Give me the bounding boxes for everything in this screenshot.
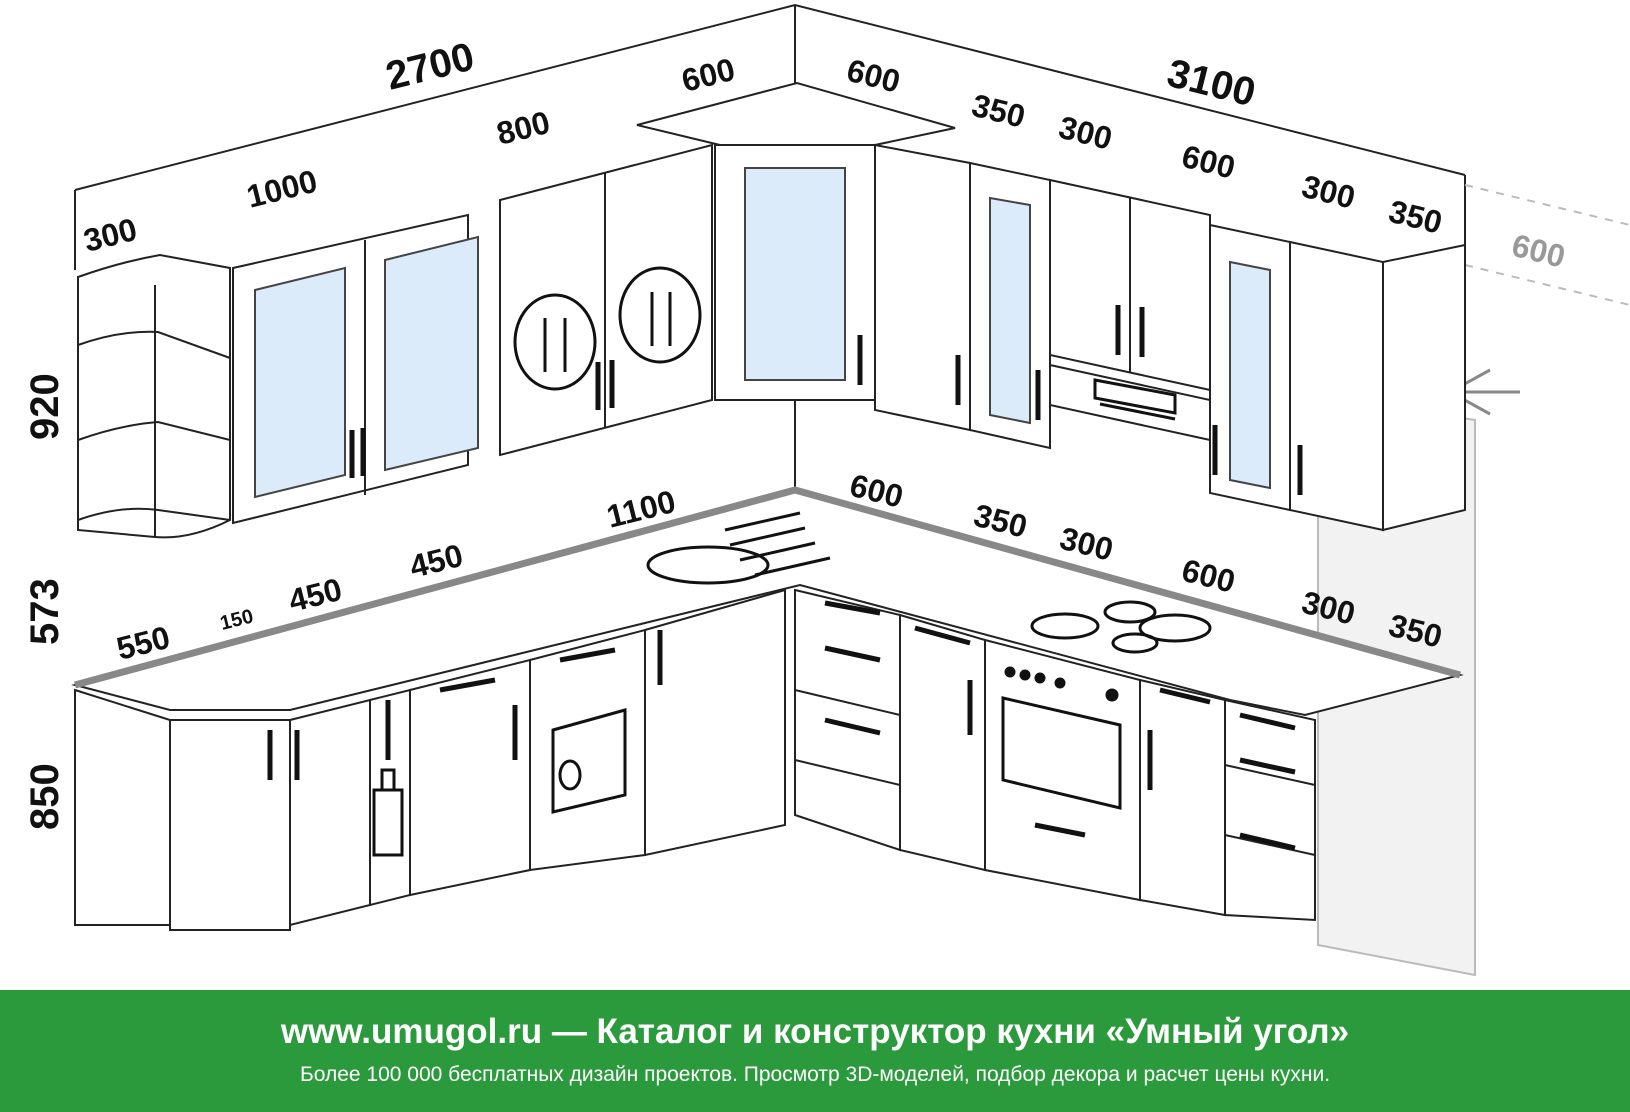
dim-upper-right-6: 350 [1385,193,1446,241]
footer-subtitle: Более 100 000 бесплатных дизайн проектов… [299,1063,1331,1086]
countertop [71,486,1464,717]
dishwasher-icon [551,708,627,814]
dim-fridge-width: 600 [1508,227,1569,275]
dim-upper-right-5: 300 [1298,168,1359,216]
sink-icon [646,511,831,585]
base-cabinets-right [794,588,1316,922]
upper-corner-cabinet [636,81,956,401]
footer-title[interactable]: www.umugol.ru — Каталог и конструктор ку… [280,1012,1350,1051]
dim-counter-right-4: 600 [1178,552,1239,600]
kitchen-diagram: 2700 3100 300 1000 800 600 600 350 300 6… [23,3,1630,977]
upper-cabinets-right [874,143,1466,532]
dim-upper-right-4: 600 [1178,138,1239,186]
dim-upper-right-3: 300 [1055,109,1116,157]
dim-upper-left-1: 300 [80,211,141,259]
dim-counter-right-3: 300 [1056,520,1117,568]
range-hood-icon [1093,378,1177,421]
base-cabinets-left [74,588,786,931]
hob-icon [1030,600,1212,654]
dim-upper-right-2: 350 [968,87,1029,135]
dim-wall-right-total: 3100 [1163,51,1260,115]
dim-upper-left-4: 600 [678,51,739,99]
dim-upper-right-1: 600 [843,52,904,100]
bottle-icon [372,768,404,857]
dim-height-gap: 573 [23,578,67,645]
dim-height-upper: 920 [23,373,67,440]
upper-cabinets-left [77,143,713,539]
base-left-handles [267,630,663,780]
footer-banner: www.umugol.ru — Каталог и конструктор ку… [0,990,1630,1112]
dim-upper-left-2: 1000 [243,163,321,215]
dim-counter-left-4: 450 [406,537,467,585]
upper-left-handles [349,360,615,478]
dim-height-base: 850 [23,763,67,830]
cutlery-plate-icon [513,266,702,391]
upper-right-handles [955,305,1303,495]
dim-counter-left-2: 150 [218,605,256,634]
base-right-handles [824,600,1296,851]
dim-upper-left-3: 800 [493,104,554,152]
dim-counter-right-2: 350 [970,497,1031,545]
oven-icon [1001,666,1122,810]
